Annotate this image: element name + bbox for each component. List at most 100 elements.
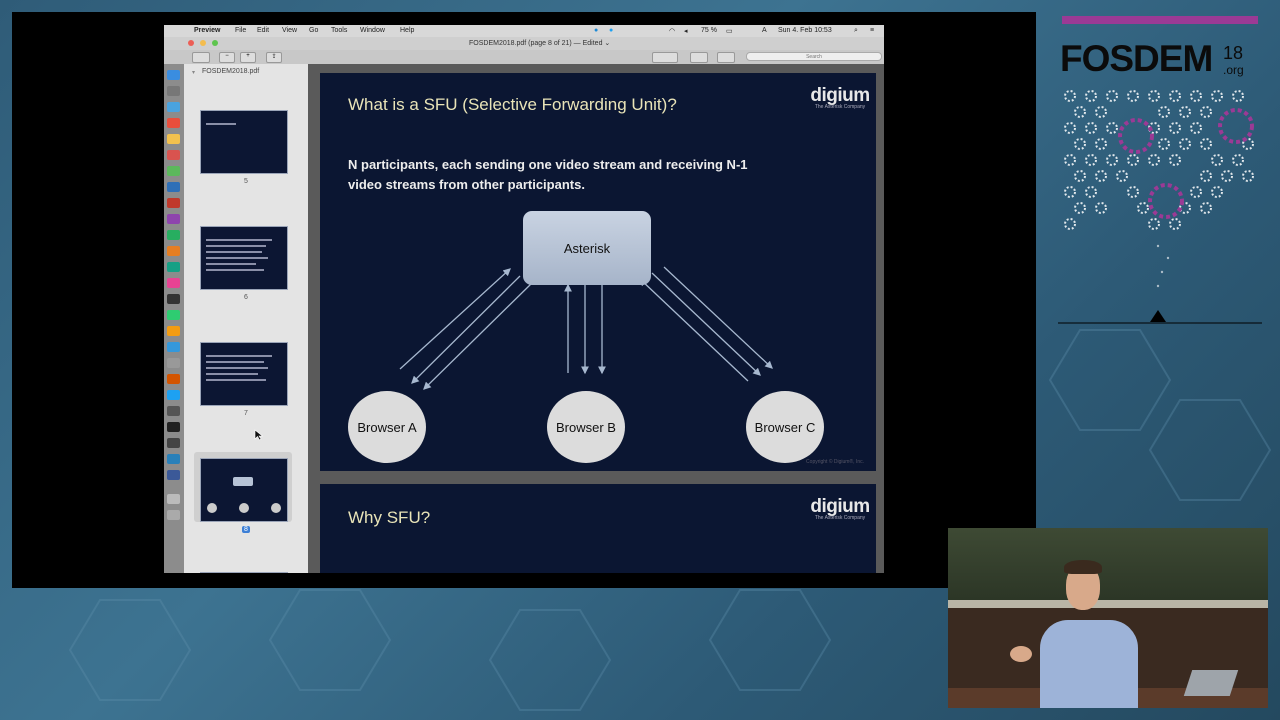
disclosure-triangle-icon[interactable]: ▾	[192, 70, 196, 76]
menu-app-name[interactable]: Preview	[194, 27, 221, 34]
photos-icon[interactable]	[167, 278, 180, 288]
thumbnail-sidebar: ▾ FOSDEM2018.pdf 5 6 7	[184, 64, 308, 573]
notes-icon[interactable]	[167, 134, 180, 144]
search-input[interactable]	[746, 52, 882, 61]
mail-icon[interactable]	[167, 118, 180, 128]
zoom-out-button[interactable]: −	[219, 52, 235, 63]
itunes-icon[interactable]	[167, 214, 180, 224]
maps-icon[interactable]	[167, 230, 180, 240]
page-thumbnail-5[interactable]	[200, 110, 288, 174]
menu-file[interactable]: File	[235, 27, 247, 34]
battery-icon: ▭	[726, 28, 733, 35]
trash-icon[interactable]	[167, 510, 180, 520]
accent-bar	[1062, 16, 1258, 24]
launchpad-icon[interactable]	[167, 86, 180, 96]
speaker-hand	[1010, 646, 1032, 662]
spotlight-icon[interactable]: ⌕	[854, 27, 858, 34]
sfu-arrows	[399, 266, 773, 390]
slide-body-text: N participants, each sending one video s…	[348, 157, 748, 192]
browser-c-node: Browser C	[746, 391, 824, 463]
skype-icon[interactable]: ●	[594, 27, 599, 34]
mac-desktop: Preview File Edit View Go Tools Window H…	[164, 25, 884, 573]
menu-view[interactable]: View	[282, 27, 298, 34]
menu-tools[interactable]: Tools	[331, 27, 348, 34]
board-ledge	[948, 600, 1268, 608]
speaker-hair	[1064, 560, 1102, 574]
slide-page-9: Why SFU? digium The Asterisk Company	[320, 484, 876, 573]
system-preferences-icon[interactable]	[167, 358, 180, 368]
page-thumbnail-7[interactable]	[200, 342, 288, 406]
page-thumbnail-8[interactable]	[200, 458, 288, 522]
menu-bar: Preview File Edit View Go Tools Window H…	[164, 25, 884, 37]
page-thumbnail-9[interactable]	[200, 572, 288, 573]
gear-pattern-icon	[1058, 90, 1262, 324]
screen-recording: Preview File Edit View Go Tools Window H…	[12, 12, 1036, 588]
next-slide-title: Why SFU?	[348, 508, 431, 527]
twitter-icon[interactable]: ●	[609, 27, 614, 34]
messages-icon[interactable]	[167, 166, 180, 176]
skype-dock-icon[interactable]	[167, 454, 180, 464]
input-source-icon[interactable]: A	[762, 27, 767, 34]
minimize-window-button[interactable]	[200, 40, 206, 46]
documents-folder-icon[interactable]	[167, 494, 180, 504]
page-thumbnail-6[interactable]	[200, 226, 288, 290]
mouse-cursor-icon	[254, 429, 264, 441]
slide-page-8: What is a SFU (Selective Forwarding Unit…	[320, 73, 876, 471]
calendar-icon[interactable]	[167, 150, 180, 160]
digium-logo-next: digium The Asterisk Company	[810, 496, 870, 521]
sidebar-toggle-button[interactable]	[192, 52, 210, 63]
menu-window[interactable]: Window	[360, 27, 385, 34]
chalkboard	[948, 528, 1268, 600]
laptop	[1183, 670, 1239, 696]
browser-b-node: Browser B	[547, 391, 625, 463]
close-window-button[interactable]	[188, 40, 194, 46]
battery-percent[interactable]: 75 %	[701, 27, 717, 34]
facetime-icon[interactable]	[167, 262, 180, 272]
speaker-torso	[1040, 620, 1138, 708]
browser-a-node: Browser A	[348, 391, 426, 463]
downloads-folder-icon[interactable]	[167, 470, 180, 480]
page-number-8: 8	[242, 526, 250, 533]
firefox-icon[interactable]	[167, 246, 180, 256]
speaker-camera-feed	[948, 528, 1268, 708]
xcode-icon[interactable]	[167, 438, 180, 448]
menu-go[interactable]: Go	[309, 27, 319, 34]
markup-pen-button[interactable]	[652, 52, 678, 63]
digium-logo: digium The Asterisk Company	[810, 85, 870, 110]
page-number-7: 7	[244, 410, 248, 417]
numbers-icon[interactable]	[167, 310, 180, 320]
safari-icon[interactable]	[167, 102, 180, 112]
keynote-icon[interactable]	[167, 326, 180, 336]
rotate-button[interactable]	[690, 52, 708, 63]
share-icon[interactable]: ⇪	[266, 52, 282, 63]
chrome-icon[interactable]	[167, 198, 180, 208]
dock	[164, 64, 184, 573]
vlc-icon[interactable]	[167, 374, 180, 384]
fosdem-wordmark: FOSDEM	[1060, 38, 1213, 79]
sidebar-file-name: FOSDEM2018.pdf	[202, 68, 260, 75]
menu-help[interactable]: Help	[400, 27, 415, 34]
zoom-in-button[interactable]: +	[240, 52, 256, 63]
volume-icon[interactable]: ◂	[684, 28, 688, 35]
window-title-bar: FOSDEM2018.pdf (page 8 of 21) — Edited ⌄	[164, 37, 884, 50]
fosdem-tld: .org	[1223, 63, 1244, 77]
preview-dock-icon[interactable]	[167, 342, 180, 352]
asterisk-server-node: Asterisk	[523, 211, 651, 285]
activity-monitor-icon[interactable]	[167, 406, 180, 416]
app-store-icon[interactable]	[167, 182, 180, 192]
slide-title: What is a SFU (Selective Forwarding Unit…	[348, 95, 677, 114]
console-icon[interactable]	[167, 422, 180, 432]
markup-toolbar-button[interactable]	[717, 52, 735, 63]
page-number-6: 6	[244, 294, 248, 301]
document-view[interactable]: What is a SFU (Selective Forwarding Unit…	[308, 64, 884, 573]
menu-edit[interactable]: Edit	[257, 27, 270, 34]
wifi-icon[interactable]: ◠	[669, 28, 676, 35]
twitter-dock-icon[interactable]	[167, 390, 180, 400]
finder-icon[interactable]	[167, 70, 180, 80]
terminal-icon[interactable]	[167, 294, 180, 304]
menu-clock[interactable]: Sun 4. Feb 10:53	[778, 27, 832, 34]
fosdem-year: 18	[1223, 43, 1244, 63]
notification-center-icon[interactable]: ≡	[870, 27, 875, 34]
zoom-window-button[interactable]	[212, 40, 218, 46]
